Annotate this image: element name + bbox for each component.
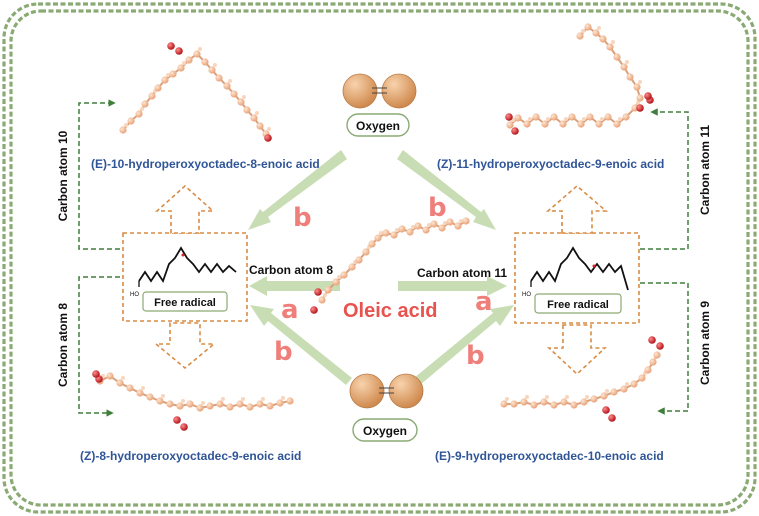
dashed-arrow-top-right	[640, 108, 689, 250]
oxygen-label-top: Oxygen	[356, 119, 400, 133]
carbon-atom-11-label-center: Carbon atom 11	[417, 266, 507, 280]
hollow-arrow-up-left	[154, 184, 216, 234]
oxygen-molecule-bottom: Oxygen	[349, 373, 424, 442]
hollow-arrow-up-right	[545, 184, 609, 234]
hollow-arrow-down-left	[153, 322, 217, 370]
product-name-bottom-left: (Z)-8-hydroperoxyoctadec-9-enoic acid	[80, 449, 301, 463]
pathway-letter-a-right: a	[475, 287, 493, 317]
pathway-arrows	[248, 150, 514, 385]
product-name-bottom-right: (E)-9-hydroperoxyoctadec-10-enoic acid	[435, 449, 664, 463]
dashed-elbow-arrows	[78, 99, 689, 417]
pathway-b-arrow-top-right	[397, 150, 496, 230]
hollow-arrows	[153, 184, 609, 376]
hydroxyl-label-left: HO	[130, 292, 139, 298]
molecule-bottom-left	[92, 370, 294, 431]
dashed-arrow-top-left	[78, 99, 120, 250]
carbon-atom-11-label-side: Carbon atom 11	[698, 125, 712, 215]
carbon-atom-9-label: Carbon atom 9	[698, 301, 712, 385]
carbon-chain-right	[530, 246, 629, 291]
free-radical-label-left: Free radical	[154, 297, 216, 309]
molecule-bottom-right	[500, 336, 664, 422]
product-name-top-left: (E)-10-hydroperoxyoctadec-8-enoic acid	[91, 157, 320, 171]
molecule-models	[92, 23, 664, 431]
pathway-a-arrow-right	[398, 276, 507, 296]
hollow-arrow-down-right	[546, 324, 608, 376]
oleic-acid-label: Oleic acid	[343, 300, 438, 322]
radical-dot-right	[592, 264, 596, 268]
carbon-atom-8-label-side: Carbon atom 8	[56, 303, 70, 387]
pathway-letter-b-bottom-right: b	[466, 341, 485, 371]
free-radical-box-right: HO Free radical	[514, 232, 640, 324]
pathway-letters: a a b b b b	[274, 193, 493, 371]
pathway-b-arrow-bottom-left	[250, 305, 352, 385]
pathway-letter-b-top-left: b	[293, 203, 312, 233]
pathway-b-arrow-bottom-right	[414, 305, 514, 385]
carbon-atom-8-label-center: Carbon atom 8	[249, 263, 333, 277]
product-name-top-right: (Z)-11-hydroperoxyoctadec-9-enoic acid	[437, 157, 664, 171]
pathway-b-arrow-top-left	[248, 150, 347, 230]
carbon-atom-10-label: Carbon atom 10	[56, 130, 70, 221]
pathway-letter-a-left: a	[281, 295, 299, 325]
dashed-arrow-bottom-left	[78, 276, 120, 417]
dashed-arrow-bottom-right	[640, 282, 689, 415]
molecule-top-left	[119, 42, 272, 142]
radical-dot-left	[181, 253, 185, 257]
hydroxyl-label-right: HO	[522, 292, 531, 298]
oxygen-molecule-top: Oxygen	[342, 73, 417, 137]
pathway-letter-b-bottom-left: b	[274, 337, 293, 367]
molecule-top-right	[505, 23, 654, 135]
oxygen-label-bottom: Oxygen	[363, 424, 407, 438]
pathway-letter-b-top-right: b	[428, 193, 447, 223]
free-radical-box-left: HO Free radical	[122, 232, 248, 322]
molecule-center	[310, 217, 470, 314]
free-radical-label-right: Free radical	[547, 299, 609, 311]
carbon-chain-left	[138, 246, 237, 283]
